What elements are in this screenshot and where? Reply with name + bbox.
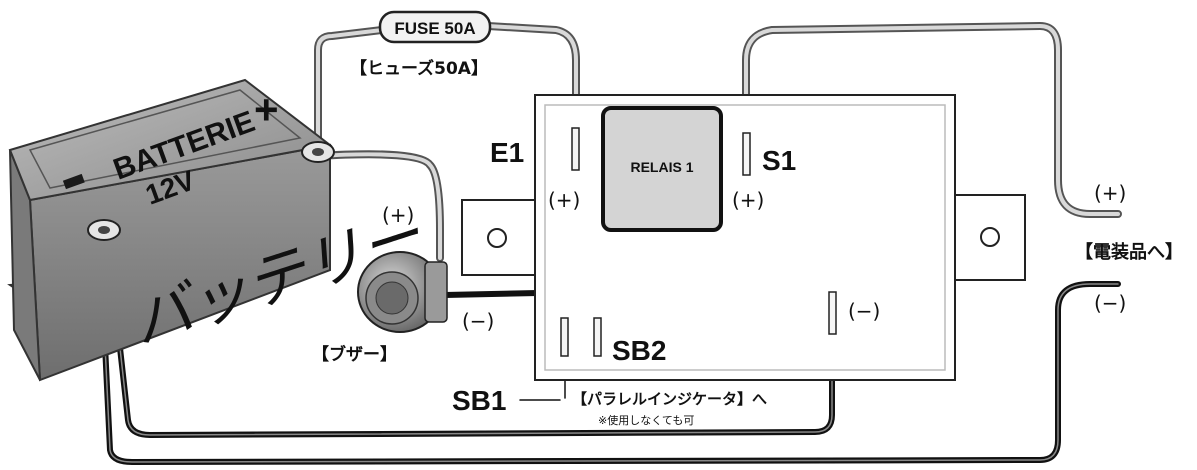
sb2-terminal [593, 317, 602, 357]
buzzer-minus: (−) [462, 309, 494, 333]
relay-minus-terminal [828, 291, 837, 335]
e1-terminal [571, 127, 580, 171]
relay-module [601, 106, 723, 232]
fuse: FUSE 50A 【ヒューズ50A】 [350, 10, 492, 79]
ground-wire-accessories-core [99, 239, 1119, 463]
battery: BATTERIE 12V + バッテリー [7, 78, 431, 382]
indicator-caption: 【パラレルインジケータ】へ [572, 390, 767, 408]
fuse-body [378, 10, 492, 44]
indicator-note-text: ※使用しなくても可 [598, 414, 694, 427]
buzzer-caption: 【ブザー】 [312, 344, 397, 365]
buzzer-plus-wire-inner [316, 152, 442, 260]
fuse-caption: 【ヒューズ50A】 [350, 58, 488, 79]
s1-label: S1 [762, 145, 796, 176]
sb1-label: SB1 [452, 385, 506, 416]
buzzer: 【ブザー】 (+) (−) [312, 203, 494, 365]
accessories: (+) 【電装品へ】 (−) [1075, 181, 1183, 315]
relay-minus: (−) [848, 299, 880, 323]
sb2-label: SB2 [612, 335, 666, 366]
ground-wire-relay-core [107, 239, 833, 436]
s1-terminal [742, 132, 751, 176]
accessories-minus: (−) [1094, 291, 1126, 315]
battery-minus-sign [62, 173, 85, 190]
sb1-terminal [560, 317, 569, 357]
s1-plus: (+) [732, 188, 764, 212]
battery-plus-sign: + [254, 86, 279, 133]
indicator-note: 【パラレルインジケータ】へ ※使用しなくても可 [572, 390, 767, 427]
e1-plus: (+) [548, 188, 580, 212]
fuse-wire-inner [316, 24, 578, 152]
wires [97, 22, 1122, 465]
e1-label: E1 [490, 137, 524, 168]
buzzer-plus: (+) [382, 203, 414, 227]
relay-label: RELAIS 1 [630, 159, 693, 175]
fuse-label: FUSE 50A [394, 19, 475, 38]
accessories-caption: 【電装品へ】 [1075, 241, 1183, 263]
relay: RELAIS 1 E1 S1 (+) (+) SB2 SB1 (−) [452, 94, 1026, 416]
s1-wire-inner [744, 24, 1120, 216]
accessories-plus: (+) [1094, 181, 1126, 205]
